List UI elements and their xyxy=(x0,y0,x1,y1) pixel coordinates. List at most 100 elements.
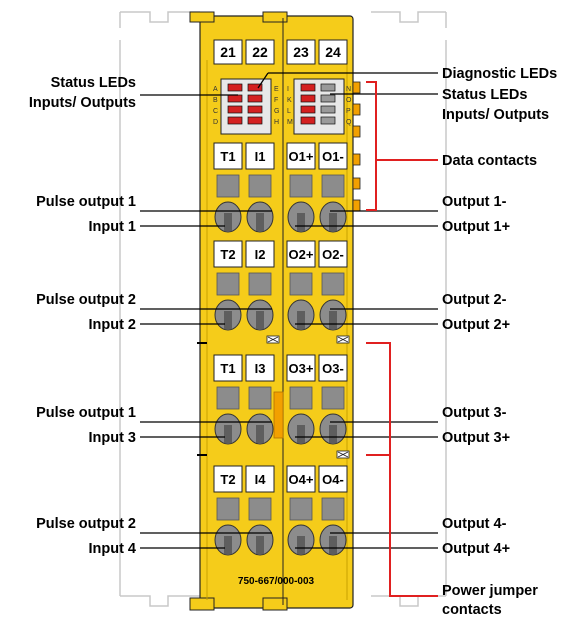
pulse-output-2-label: Pulse output 2 xyxy=(36,292,136,308)
red-brackets xyxy=(366,81,438,597)
output-2-minus-label: Output 2- xyxy=(442,292,507,308)
led xyxy=(300,83,316,92)
led-letter: D xyxy=(213,119,218,126)
clamp-slot xyxy=(329,213,337,231)
terminal-label: O4+ xyxy=(289,472,314,487)
push-button[interactable] xyxy=(248,497,272,521)
push-button[interactable] xyxy=(289,272,313,296)
terminal-label: O2+ xyxy=(289,247,314,262)
led xyxy=(247,105,263,114)
push-button[interactable] xyxy=(289,174,313,198)
push-button[interactable] xyxy=(321,174,345,198)
push-button[interactable] xyxy=(321,497,345,521)
led-letter: F xyxy=(274,97,278,104)
push-button[interactable] xyxy=(216,174,240,198)
led-letter: A xyxy=(213,86,218,93)
terminal-label-box xyxy=(286,240,316,268)
push-button[interactable] xyxy=(289,497,313,521)
led-letter: G xyxy=(274,108,279,115)
output-4-plus-label: Output 4+ xyxy=(442,541,510,557)
input-2-label: Input 2 xyxy=(88,317,136,333)
terminal-label: T2 xyxy=(220,247,235,262)
pulse-output-1-label: Pulse output 1 xyxy=(36,194,136,210)
led xyxy=(320,94,336,103)
power-jumper-contact xyxy=(273,391,284,439)
push-button[interactable] xyxy=(248,174,272,198)
led xyxy=(320,83,336,92)
power-jumper-label: Power jumper xyxy=(442,583,538,599)
push-button[interactable] xyxy=(216,272,240,296)
terminal-label-box xyxy=(245,142,275,170)
terminal-label-box xyxy=(245,354,275,382)
power-jumper-markers xyxy=(197,335,350,459)
led-letter: N xyxy=(346,86,351,93)
push-button[interactable] xyxy=(216,497,240,521)
clamp-slot xyxy=(224,213,232,231)
led xyxy=(247,83,263,92)
led-letter: B xyxy=(213,97,218,104)
led xyxy=(227,116,243,125)
led xyxy=(320,116,336,125)
output-3-minus-label: Output 3- xyxy=(442,405,507,421)
output-1-minus-label: Output 1- xyxy=(442,194,507,210)
terminal-label: O4- xyxy=(322,472,344,487)
status-leds-right-label-2: Inputs/ Outputs xyxy=(442,107,549,123)
led xyxy=(300,94,316,103)
led-letter: E xyxy=(274,86,279,93)
output-2-plus-label: Output 2+ xyxy=(442,317,510,333)
led-panel-left: A B C D E F G H xyxy=(213,78,279,135)
terminal-label-box xyxy=(318,354,348,382)
terminal-label: I1 xyxy=(255,149,266,164)
clamp-slot xyxy=(297,425,305,443)
status-leds-label-2: Inputs/ Outputs xyxy=(29,95,136,111)
led xyxy=(227,94,243,103)
led xyxy=(227,83,243,92)
terminal-label-box xyxy=(213,240,243,268)
led-letter: L xyxy=(287,108,291,115)
terminal-label: O3- xyxy=(322,361,344,376)
terminal-number: 24 xyxy=(325,44,341,60)
push-button[interactable] xyxy=(248,386,272,410)
clamp-slot xyxy=(256,213,264,231)
clamp-slot xyxy=(224,311,232,329)
terminal-label-box xyxy=(318,240,348,268)
clamp-slot xyxy=(297,213,305,231)
clamp-slot xyxy=(297,536,305,554)
terminal-number: 21 xyxy=(220,44,236,60)
push-button[interactable] xyxy=(216,386,240,410)
output-3-plus-label: Output 3+ xyxy=(442,430,510,446)
terminal-label: O1- xyxy=(322,149,344,164)
terminal-label-box xyxy=(286,465,316,493)
push-button[interactable] xyxy=(321,272,345,296)
status-leds-right-label: Status LEDs xyxy=(442,87,527,103)
clamp-slot xyxy=(224,536,232,554)
clamp-slot xyxy=(224,425,232,443)
led-letter: I xyxy=(287,86,289,93)
push-button[interactable] xyxy=(248,272,272,296)
push-button[interactable] xyxy=(289,386,313,410)
output-4-minus-label: Output 4- xyxy=(442,516,507,532)
terminal-label-box xyxy=(286,142,316,170)
clamp-slot xyxy=(256,536,264,554)
terminal-label: T1 xyxy=(220,361,235,376)
push-button[interactable] xyxy=(321,386,345,410)
terminal-number: 23 xyxy=(293,44,309,60)
data-contacts-label: Data contacts xyxy=(442,153,537,169)
terminal-label: O3+ xyxy=(289,361,314,376)
callout-lines xyxy=(140,72,438,549)
terminal-label-box xyxy=(318,465,348,493)
led xyxy=(320,105,336,114)
led-letter: K xyxy=(287,97,292,104)
led xyxy=(300,116,316,125)
terminal-label-box xyxy=(318,142,348,170)
right-callouts: Diagnostic LEDs Status LEDs Inputs/ Outp… xyxy=(442,66,557,618)
input-4-label: Input 4 xyxy=(88,541,136,557)
terminal-label: T1 xyxy=(220,149,235,164)
terminal-label: I4 xyxy=(255,472,267,487)
clamp-slot xyxy=(329,311,337,329)
led-letter: O xyxy=(346,97,352,104)
pulse-output-2b-label: Pulse output 2 xyxy=(36,516,136,532)
led-letter: H xyxy=(274,119,279,126)
clamp-slot xyxy=(256,311,264,329)
